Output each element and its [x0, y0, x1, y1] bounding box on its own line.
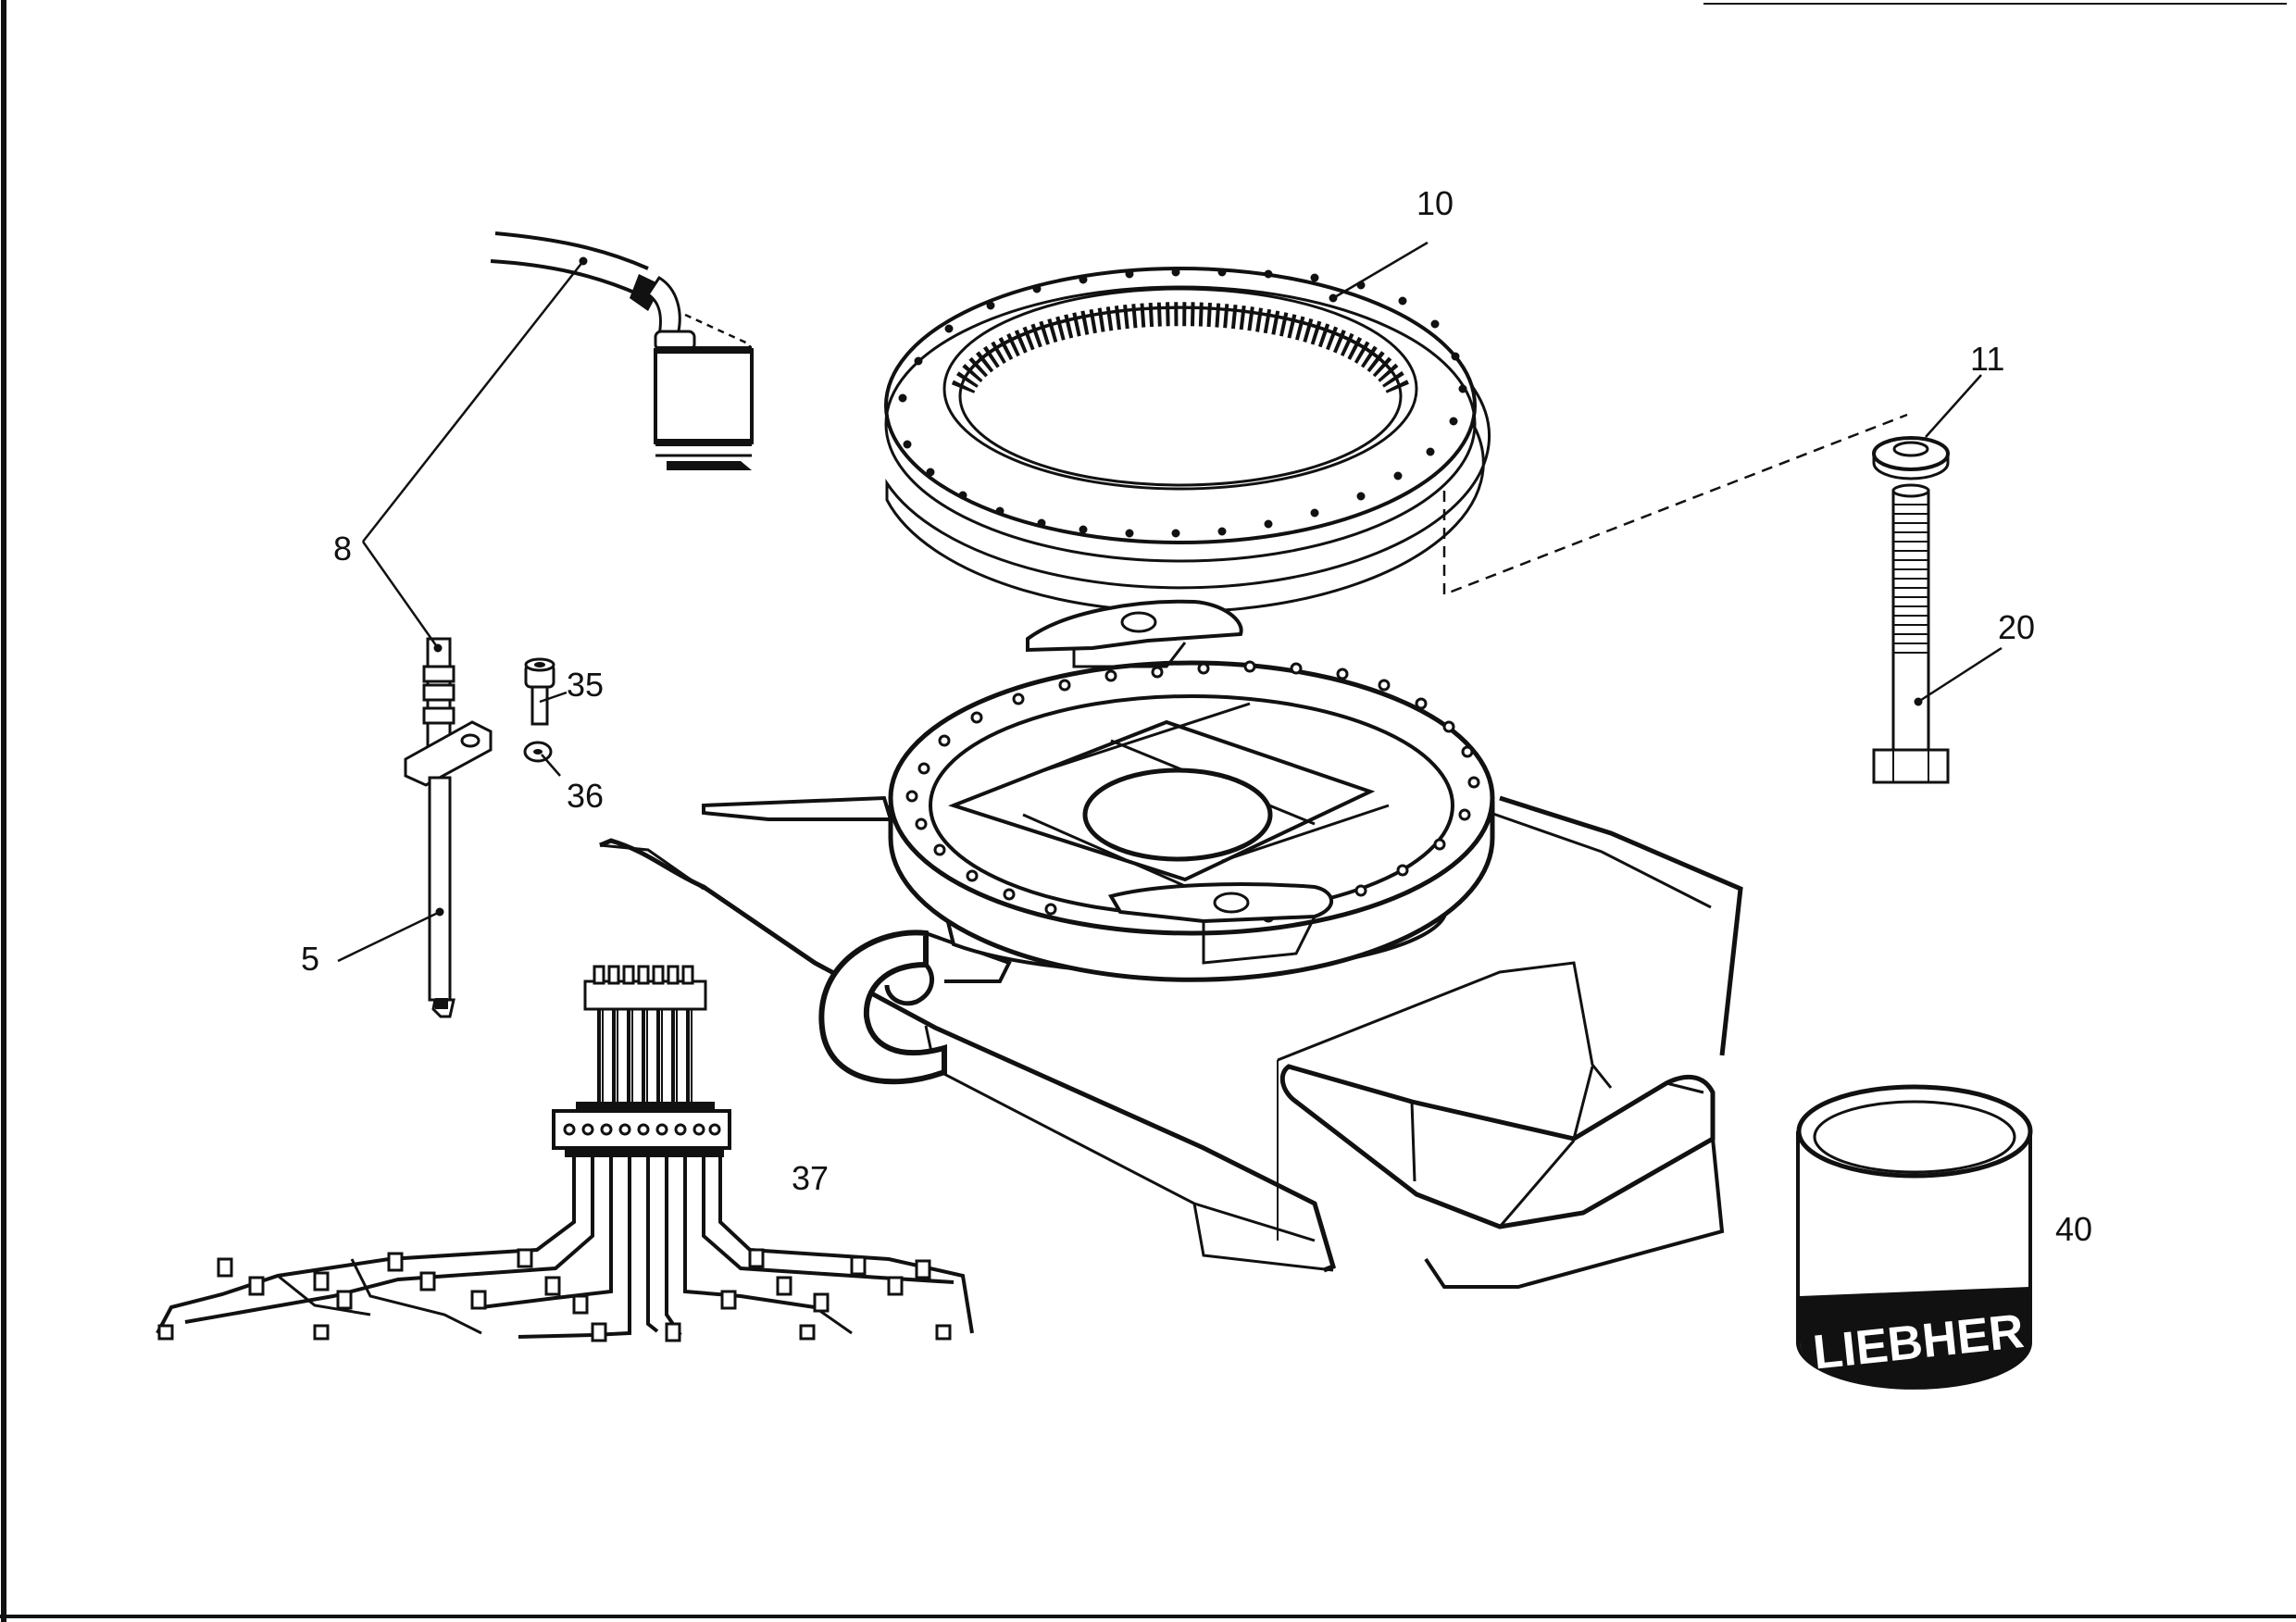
turntable-frame	[599, 795, 1743, 1289]
hydraulic-hose	[490, 231, 681, 337]
callout-20: 20	[1998, 608, 2035, 646]
top-fittings	[593, 965, 694, 985]
can-logo-band	[1800, 1287, 2029, 1388]
callout-8: 8	[333, 530, 352, 568]
callout-5: 5	[301, 940, 319, 978]
small-washer	[523, 741, 553, 763]
branch-lines	[156, 1157, 974, 1339]
grease-can: LIEBHER	[1796, 1084, 2033, 1390]
leader-8b	[361, 541, 440, 649]
leader-lines	[337, 241, 2003, 963]
callout-40: 40	[2055, 1210, 2092, 1248]
vertical-lines	[597, 1009, 693, 1102]
cap-screw	[524, 657, 555, 726]
lube-manifold	[156, 965, 974, 1342]
callout-labels: 10 11 20 8 35 36 5 37 40	[301, 184, 2092, 1248]
leader-20	[1917, 646, 2003, 704]
leader-11	[1925, 374, 1982, 438]
block-ports	[563, 1123, 721, 1136]
assembly-dashed-line	[1442, 413, 1908, 596]
gear-teeth	[951, 302, 1410, 394]
long-bolt	[1872, 483, 1950, 784]
bearing-ring	[888, 599, 1495, 982]
leader-8a	[362, 260, 584, 543]
leader-5	[337, 910, 441, 963]
slewing-ring	[884, 267, 1491, 614]
frame-opening	[1279, 1064, 1716, 1229]
grease-tube	[404, 637, 493, 1018]
ring-holes	[905, 660, 1480, 923]
leader-10	[1332, 241, 1429, 300]
junction-box	[654, 313, 754, 470]
callout-35: 35	[567, 666, 604, 704]
leader-36	[541, 754, 561, 777]
callout-11: 11	[1970, 340, 2004, 378]
line-fittings	[157, 1248, 952, 1342]
callout-10: 10	[1416, 184, 1454, 222]
washer	[1872, 436, 1950, 480]
callout-37: 37	[792, 1159, 829, 1197]
bolt-thread	[1893, 504, 1928, 654]
leader-35	[539, 691, 568, 704]
lifting-eye	[818, 930, 1012, 1085]
callout-36: 36	[567, 777, 604, 815]
